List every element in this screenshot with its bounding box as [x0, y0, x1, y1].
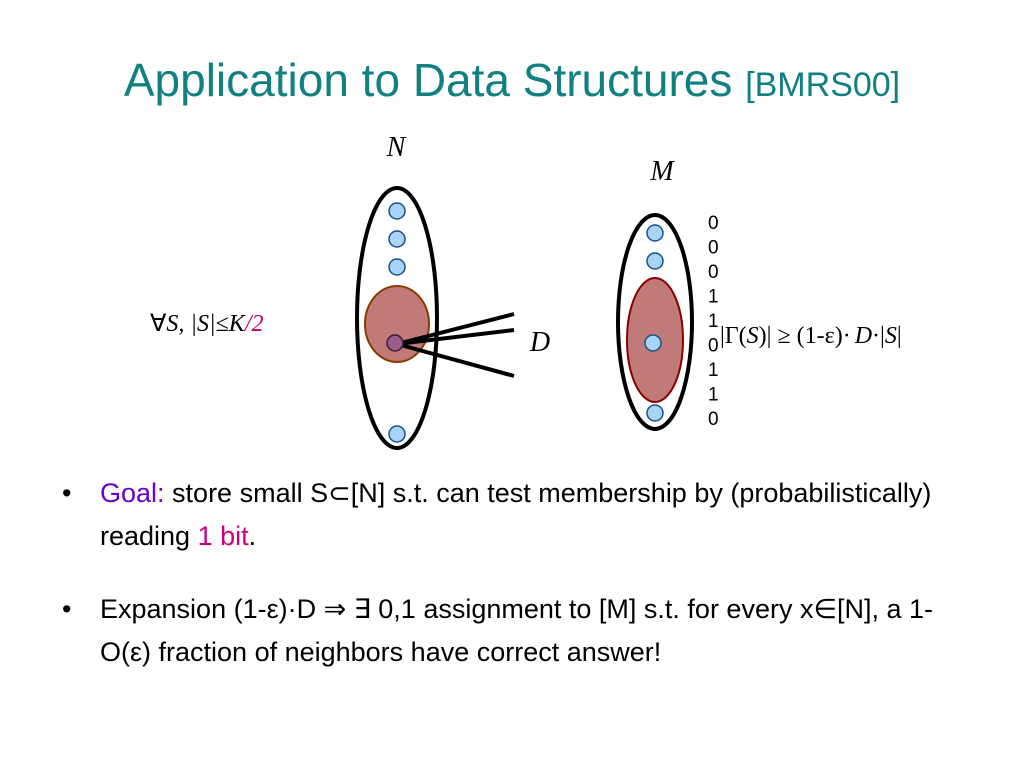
goal-bit-highlight: 1 bit [197, 521, 249, 551]
bit-value: 0 [708, 336, 719, 357]
condition-var: S, [166, 311, 184, 337]
rc-a: |Γ( [720, 323, 747, 349]
bit-value: 1 [708, 287, 719, 308]
condition-frac: /2 [243, 311, 264, 337]
bit-value: 0 [708, 409, 719, 430]
rc-b: )| ≥ (1-ε)· [759, 323, 851, 349]
rc-c: ·| [872, 323, 885, 349]
bullet-goal: • Goal: store small S⊂[N] s.t. can test … [62, 472, 962, 558]
selected-left-node [386, 334, 404, 352]
bit-value: 0 [708, 213, 719, 234]
forall-symbol: ∀ [150, 311, 167, 337]
left-condition: ∀S,|S|≤K/2 [150, 311, 263, 337]
condition-size: |S| [190, 311, 215, 337]
left-node [388, 230, 406, 248]
edge [396, 328, 515, 346]
rc-e: | [897, 323, 902, 349]
bit-value: 1 [708, 311, 719, 332]
bullet-marker: • [62, 594, 72, 624]
left-node [388, 425, 406, 443]
rc-s: S [747, 323, 759, 349]
left-set-label: N [386, 132, 407, 163]
right-condition: |Γ(S)| ≥ (1-ε)·D·|S| [720, 323, 902, 349]
goal-keyword: Goal: [100, 478, 165, 508]
bullet-list: • Goal: store small S⊂[N] s.t. can test … [62, 472, 962, 674]
edge-degree-label: D [529, 327, 550, 358]
left-node [388, 258, 406, 276]
bit-value: 1 [708, 385, 719, 406]
expansion-text: Expansion (1-ε)·D ⇒ ∃ 0,1 assignment to … [100, 594, 934, 667]
left-set-outline [355, 186, 439, 450]
right-set-outline [616, 213, 694, 431]
bullet-marker: • [62, 478, 72, 508]
right-node [646, 252, 664, 270]
edge [396, 312, 515, 346]
bullet-expansion: • Expansion (1-ε)·D ⇒ ∃ 0,1 assignment t… [62, 588, 962, 674]
right-set-label: M [649, 156, 675, 187]
slide-title: Application to Data Structures [BMRS00] [0, 50, 1024, 115]
condition-bound: K [228, 311, 247, 337]
edge [396, 342, 515, 378]
bit-value: 0 [708, 238, 719, 259]
bit-value: 1 [708, 360, 719, 381]
bit-value: 0 [708, 262, 719, 283]
bit-assignment-column: 0 0 0 1 1 0 1 1 0 [708, 213, 719, 430]
title-main: Application to Data Structures [123, 54, 733, 106]
title-citation: [BMRS00] [745, 66, 901, 104]
goal-text: store small S⊂[N] s.t. can test membersh… [100, 478, 932, 551]
right-node [644, 334, 662, 352]
rc-s2: S [885, 323, 897, 349]
condition-leq: ≤ [216, 311, 229, 337]
left-node [388, 202, 406, 220]
goal-text-end: . [248, 521, 257, 551]
right-node [646, 224, 664, 242]
rc-d: D [854, 323, 872, 349]
right-node [646, 404, 664, 422]
